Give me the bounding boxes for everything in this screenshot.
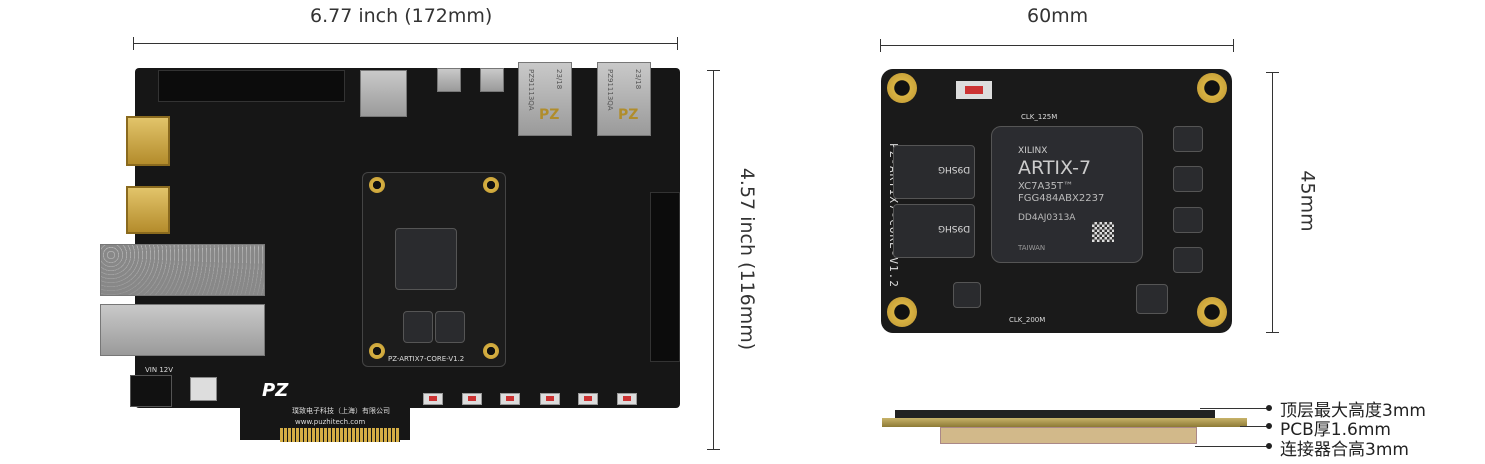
main-width-dimension-line xyxy=(133,37,678,50)
pcie-gold-fingers xyxy=(280,428,400,442)
callout-pcb-thickness: PCB厚1.6mm xyxy=(1280,420,1391,440)
ddr-chip: D9SHG xyxy=(893,145,975,199)
push-button[interactable] xyxy=(462,393,482,405)
website: www.puzhitech.com xyxy=(295,418,366,426)
ddr-chip: D9SHG xyxy=(893,204,975,258)
usb-port xyxy=(480,68,504,92)
core-height-label: 45mm xyxy=(1296,170,1319,232)
sfp-cage xyxy=(100,244,265,296)
jack-label-part: PZ91113QA xyxy=(606,69,614,111)
power-inductor xyxy=(1173,247,1203,273)
callout-top-height: 顶层最大高度3mm xyxy=(1280,401,1426,421)
ethernet-jack: 23/18 PZ91113QA PZ xyxy=(518,62,572,136)
push-button[interactable] xyxy=(578,393,598,405)
core-module: PZ-ARTIX7-CORE-V1.2 CLK_125M D9SHG D9SHG… xyxy=(881,69,1232,333)
company-name: 璞致电子科技（上海）有限公司 xyxy=(292,407,390,415)
push-button[interactable] xyxy=(540,393,560,405)
core-silk-small: PZ-ARTIX7-CORE-V1.2 xyxy=(388,355,465,363)
push-button[interactable] xyxy=(500,393,520,405)
ethernet-jack: 23/18 PZ91113QA PZ xyxy=(597,62,651,136)
jack-label-part: PZ91113QA xyxy=(527,69,535,111)
hdmi-port xyxy=(126,116,170,166)
brand-logo: PZ xyxy=(262,380,289,401)
power-inductor xyxy=(953,282,981,308)
sd-card-slot xyxy=(360,70,407,117)
power-inductor xyxy=(1173,126,1203,152)
hdmi-port xyxy=(126,186,170,234)
core-height-dimension-line xyxy=(1266,72,1279,333)
core-width-label: 60mm xyxy=(1027,5,1089,27)
usb-port xyxy=(437,68,461,92)
jack-label-date: 23/18 xyxy=(634,69,642,90)
jack-label-date: 23/18 xyxy=(555,69,563,90)
push-button[interactable] xyxy=(423,393,443,405)
core-width-dimension-line xyxy=(880,39,1234,52)
power-switch[interactable] xyxy=(190,377,217,401)
side-header xyxy=(650,192,680,362)
gpio-header xyxy=(158,70,345,102)
main-width-label: 6.77 inch (172mm) xyxy=(310,5,493,27)
core-module-mounted xyxy=(362,172,506,367)
sfp-cage xyxy=(100,304,265,356)
callout-connector-height: 连接器合高3mm xyxy=(1280,440,1409,460)
power-label: VIN 12V xyxy=(145,366,174,374)
main-height-label: 4.57 inch (116mm) xyxy=(736,167,759,351)
power-jack xyxy=(130,375,172,407)
fpga-chip: XILINX ARTIX-7 XC7A35T™ FGG484ABX2237 DD… xyxy=(991,126,1143,263)
power-inductor xyxy=(1173,166,1203,192)
power-inductor xyxy=(1173,207,1203,233)
push-button[interactable] xyxy=(617,393,637,405)
main-height-dimension-line xyxy=(707,70,720,450)
